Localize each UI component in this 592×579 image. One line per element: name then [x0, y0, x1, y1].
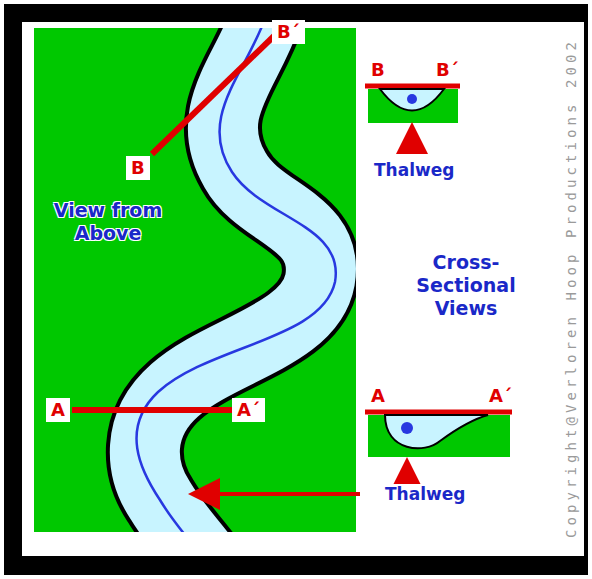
section-line	[365, 410, 512, 415]
frame	[4, 4, 588, 575]
arrow	[410, 130, 414, 154]
thalweg-label: Thalweg	[372, 160, 456, 180]
view-title: Cross-Sectional Views	[401, 251, 531, 320]
thalweg-dot	[407, 94, 417, 104]
thalweg-line	[137, 28, 336, 532]
section-label: A´	[232, 398, 265, 422]
section-label: A	[46, 398, 70, 422]
section-line	[72, 407, 232, 413]
section-label: B´	[272, 20, 305, 44]
copyright: Copyright@Verloren Hoop Productions 2002	[563, 38, 579, 538]
river-bank	[145, 28, 321, 532]
arrow	[196, 492, 360, 496]
section-label: B´	[433, 60, 462, 80]
channel	[385, 415, 488, 448]
section-label: B	[368, 60, 388, 80]
section-label: A´	[486, 386, 515, 406]
thalweg-label: Thalweg	[383, 484, 467, 504]
section-label: B	[126, 156, 150, 180]
section-label: A	[368, 386, 388, 406]
channel	[380, 89, 444, 111]
view-title: View from Above	[53, 199, 163, 245]
land	[368, 415, 510, 457]
river-water	[145, 28, 321, 532]
section-line	[152, 36, 274, 154]
thalweg-dot	[401, 422, 413, 434]
arrow	[405, 465, 409, 482]
land	[368, 89, 458, 123]
section-line	[365, 84, 460, 89]
